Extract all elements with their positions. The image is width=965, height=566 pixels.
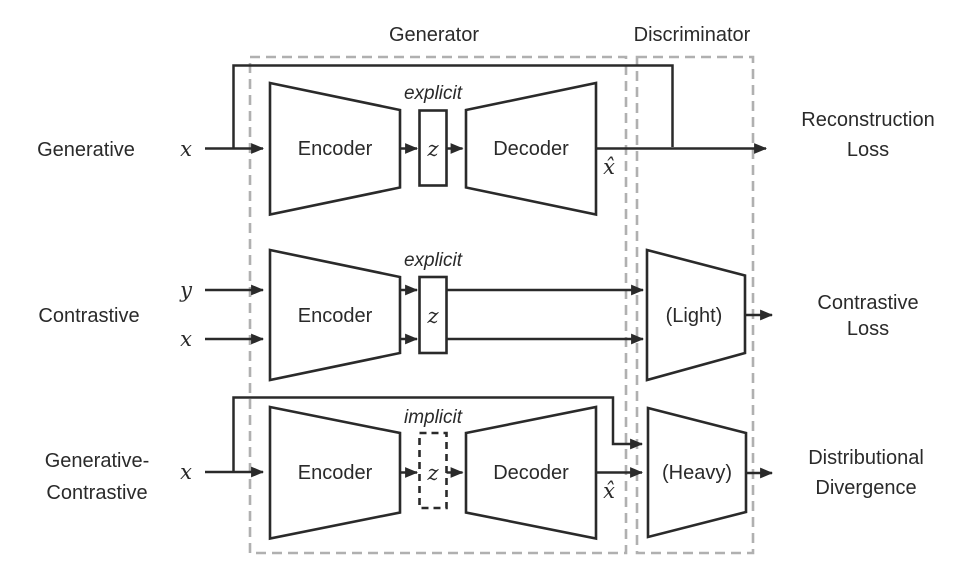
latent-z-box-generative-contrastive: [418, 431, 448, 510]
row-label-generative: Generative: [37, 139, 135, 161]
latent-z-generative: z: [426, 137, 439, 161]
latent-mode-generative-contrastive: implicit: [404, 407, 463, 428]
discriminator-frame: [635, 55, 755, 555]
loss-label-generative-line2: Loss: [847, 139, 889, 161]
skip-connection-generative: [232, 64, 674, 148]
latent-z-box-contrastive: [418, 275, 448, 355]
loss-label-generative-line1: Reconstruction: [801, 109, 934, 131]
encoder-shape-generative: [268, 81, 402, 217]
latent-mode-contrastive: explicit: [404, 250, 463, 271]
latent-z-box-generative: [418, 109, 448, 187]
decoder-label-generative: Decoder: [493, 138, 569, 160]
decoder-label-generative-contrastive: Decoder: [493, 462, 569, 484]
latent-z-generative-contrastive: z: [426, 461, 439, 485]
encoder-shape-generative-contrastive: [268, 405, 402, 541]
skip-connection-generative-contrastive: [232, 396, 644, 472]
latent-mode-generative: explicit: [404, 83, 463, 104]
loss-label-generative-contrastive-line1: Distributional: [808, 447, 924, 469]
loss-label-generative-contrastive-line2: Divergence: [815, 477, 916, 499]
row-label-generative-contrastive-line2: Contrastive: [46, 482, 147, 504]
loss-label-contrastive-line2: Loss: [847, 318, 889, 340]
latent-z-contrastive: z: [426, 304, 439, 328]
generator-frame: [248, 55, 628, 555]
encoder-shape-contrastive: [268, 248, 402, 382]
input-x-generative: x: [180, 137, 192, 161]
input-x-contrastive: x: [180, 327, 192, 351]
encoder-label-generative: Encoder: [298, 138, 373, 160]
loss-label-contrastive-line1: Contrastive: [817, 292, 918, 314]
decoder-shape-generative-contrastive: [464, 405, 598, 541]
output-xhat-generative: x̂: [603, 155, 615, 179]
discriminator-shape-heavy: [646, 406, 748, 539]
discriminator-label-light: (Light): [666, 305, 723, 327]
decoder-shape-generative: [464, 81, 598, 217]
discriminator-shape-light: [645, 248, 747, 382]
input-x-generative-contrastive: x: [180, 460, 192, 484]
row-label-generative-contrastive-line1: Generative-: [45, 450, 150, 472]
input-y-contrastive: y: [179, 278, 193, 302]
discriminator-title: Discriminator: [634, 24, 751, 46]
output-xhat-generative-contrastive: x̂: [603, 479, 615, 503]
generator-title: Generator: [389, 24, 479, 46]
row-label-contrastive: Contrastive: [38, 305, 139, 327]
discriminator-label-heavy: (Heavy): [662, 462, 732, 484]
encoder-label-generative-contrastive: Encoder: [298, 462, 373, 484]
encoder-label-contrastive: Encoder: [298, 305, 373, 327]
